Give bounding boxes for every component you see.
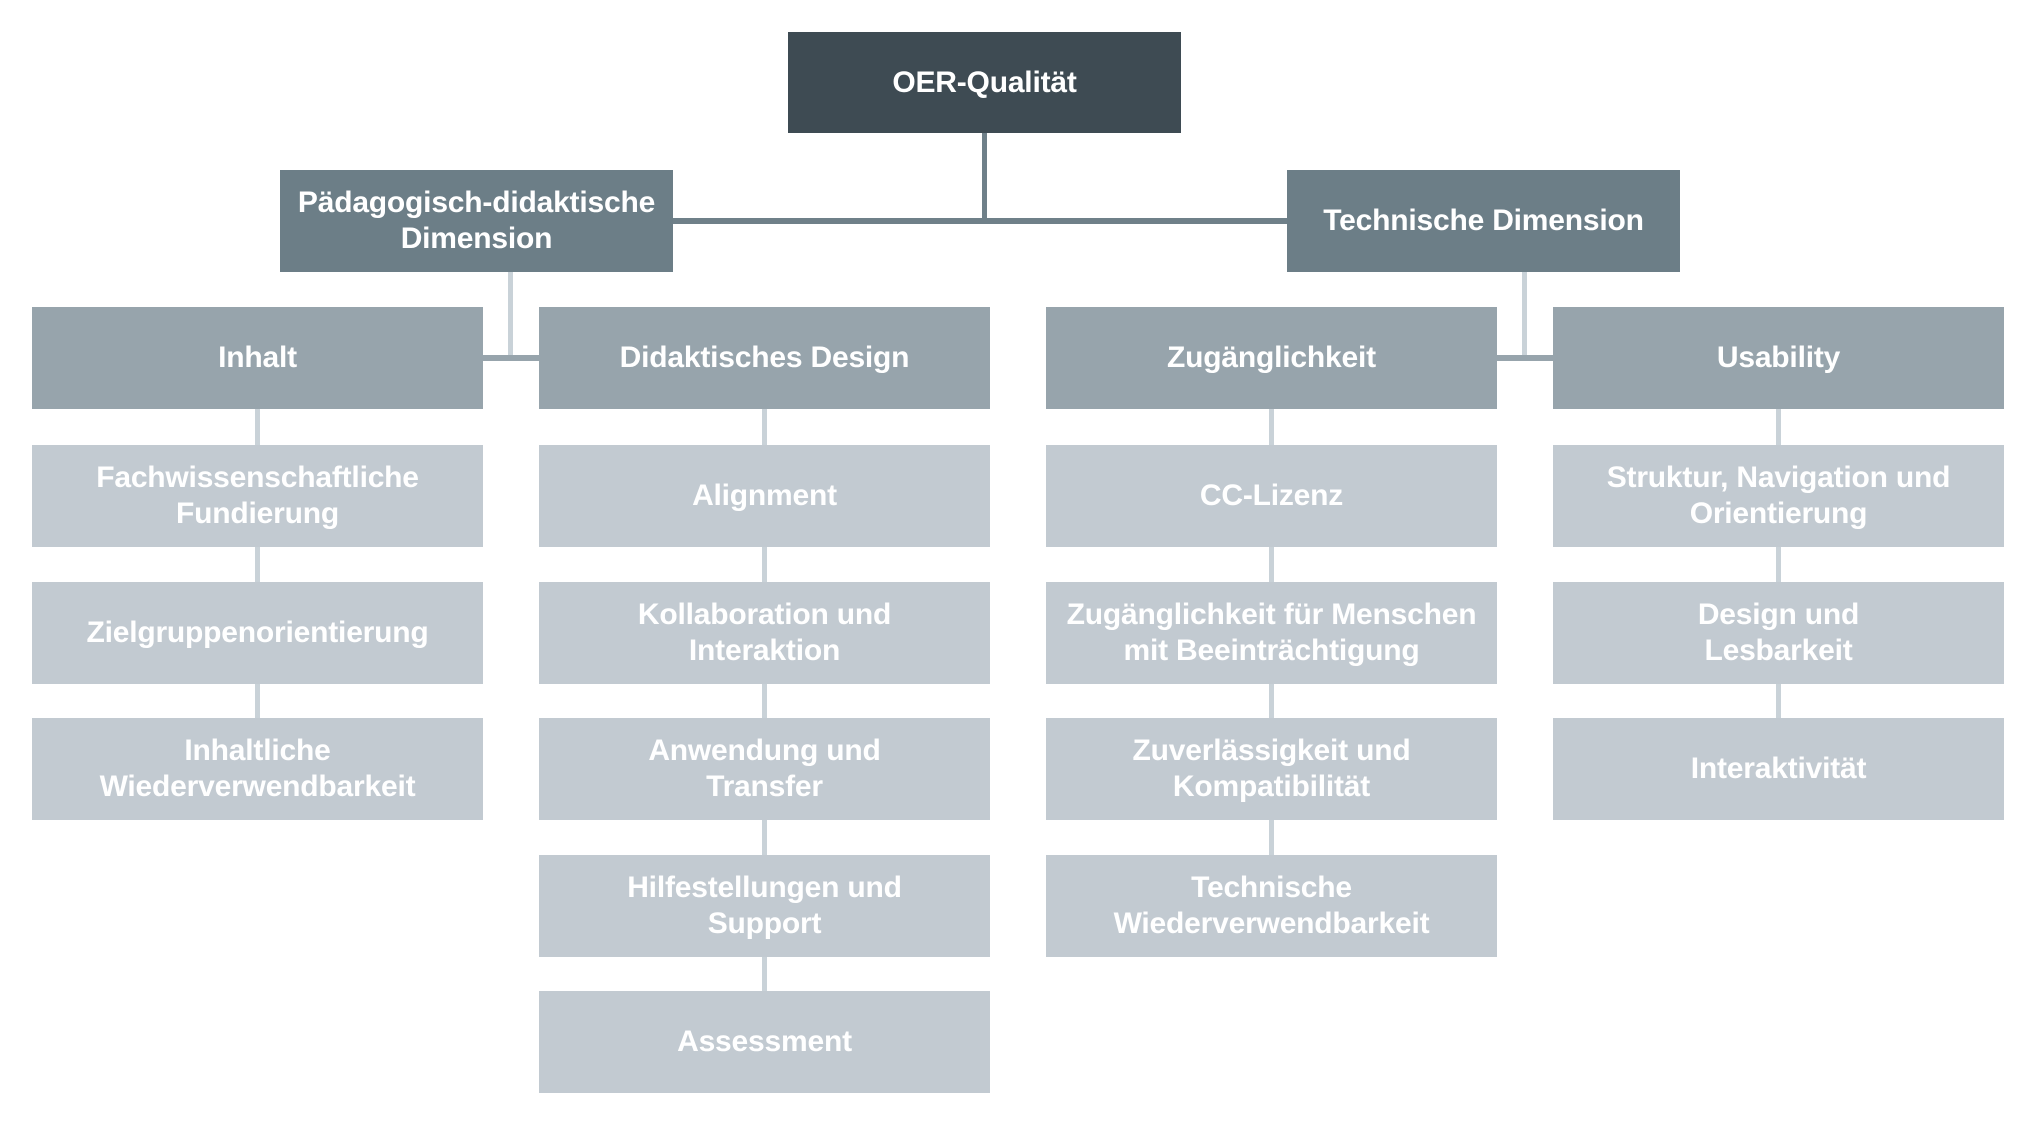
connector-root-horizontal: [673, 218, 1287, 224]
connector-stub-inhalt-didaktisch: [483, 355, 539, 361]
node-alignment: Alignment: [539, 445, 990, 547]
connector-stub-zugaenglichkeit-usability: [1497, 355, 1553, 361]
connector-col1-seg1: [255, 409, 260, 446]
node-cc-lizenz: CC-Lizenz: [1046, 445, 1497, 547]
connector-paedagogisch-drop: [508, 272, 513, 358]
connector-col2-seg4: [762, 820, 767, 855]
node-usability: Usability: [1553, 307, 2004, 409]
connector-col3-seg4: [1269, 820, 1274, 855]
node-kollaboration-und-interaktion: Kollaboration und Interaktion: [539, 582, 990, 684]
connector-col3-seg1: [1269, 409, 1274, 446]
node-oer-qualitaet: OER-Qualität: [788, 32, 1181, 133]
node-design-und-lesbarkeit: Design und Lesbarkeit: [1553, 582, 2004, 684]
node-zuverlaessigkeit-und-kompatibilitaet: Zuverlässigkeit und Kompatibilität: [1046, 718, 1497, 820]
node-anwendung-und-transfer: Anwendung und Transfer: [539, 718, 990, 820]
connector-root-drop: [982, 133, 987, 223]
connector-col4-seg2: [1776, 547, 1781, 582]
node-inhaltliche-wiederverwendbarkeit: Inhaltliche Wiederverwendbarkeit: [32, 718, 483, 820]
node-fachwissenschaftliche-fundierung: Fachwissenschaftliche Fundierung: [32, 445, 483, 547]
connector-col2-seg1: [762, 409, 767, 446]
connector-col4-seg1: [1776, 409, 1781, 446]
node-zugaenglichkeit-fuer-menschen-mit-beeintraechtigung: Zugänglichkeit für Menschen mit Beeinträ…: [1046, 582, 1497, 684]
connector-technisch-drop: [1522, 272, 1527, 358]
connector-col1-seg3: [255, 684, 260, 718]
node-technische-dimension: Technische Dimension: [1287, 170, 1680, 272]
node-paedagogisch-didaktische-dimension: Pädagogisch-didaktische Dimension: [280, 170, 673, 272]
node-zugaenglichkeit: Zugänglichkeit: [1046, 307, 1497, 409]
connector-col1-seg2: [255, 547, 260, 582]
node-inhalt: Inhalt: [32, 307, 483, 409]
connector-col3-seg3: [1269, 684, 1274, 718]
connector-col2-seg3: [762, 684, 767, 718]
connector-col2-seg5: [762, 957, 767, 991]
connector-col4-seg3: [1776, 684, 1781, 718]
node-hilfestellungen-und-support: Hilfestellungen und Support: [539, 855, 990, 957]
node-didaktisches-design: Didaktisches Design: [539, 307, 990, 409]
node-interaktivitaet: Interaktivität: [1553, 718, 2004, 820]
node-struktur-navigation-und-orientierung: Struktur, Navigation und Orientierung: [1553, 445, 2004, 547]
connector-col2-seg2: [762, 547, 767, 582]
node-zielgruppenorientierung: Zielgruppenorientierung: [32, 582, 483, 684]
node-assessment: Assessment: [539, 991, 990, 1093]
connector-col3-seg2: [1269, 547, 1274, 582]
node-technische-wiederverwendbarkeit: Technische Wiederverwendbarkeit: [1046, 855, 1497, 957]
